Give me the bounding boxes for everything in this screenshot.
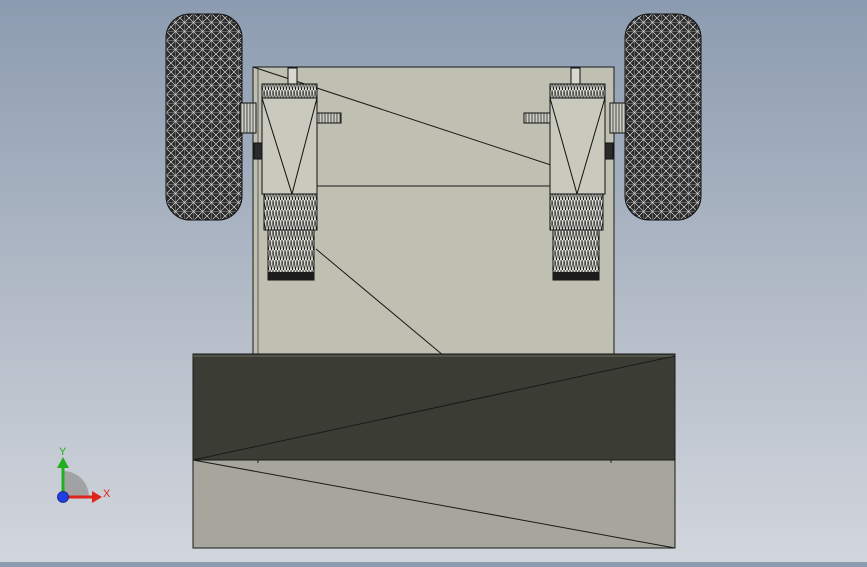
left-motor[interactable] (261, 67, 342, 281)
left-motor-gear (263, 193, 318, 231)
left-motor-can (267, 229, 315, 281)
triad-y-label: Y (59, 446, 67, 458)
triad-plane-arc (63, 471, 89, 497)
right-motor-cap (549, 83, 606, 99)
right-motor[interactable] (523, 67, 606, 281)
front-bumper[interactable] (192, 353, 676, 549)
right-wheel[interactable] (604, 13, 702, 221)
left-wheel-hub (239, 102, 257, 134)
left-motor-shaft (316, 112, 342, 124)
coordinate-triad[interactable]: Y X (57, 446, 111, 503)
right-wheel-spacer (604, 142, 614, 160)
left-motor-cap (261, 83, 318, 99)
left-motor-pin (287, 67, 298, 85)
right-motor-pin (570, 67, 581, 85)
triad-x-label: X (103, 488, 111, 500)
left-wheel-tire (165, 13, 243, 221)
right-motor-body (549, 97, 606, 195)
right-motor-shaft (523, 112, 551, 124)
right-motor-gear (549, 193, 604, 231)
right-motor-can (552, 229, 600, 281)
right-wheel-hub (609, 102, 627, 134)
left-motor-body (261, 97, 318, 195)
z-axis-dot (57, 491, 69, 503)
right-wheel-tire (624, 13, 702, 221)
left-wheel[interactable] (165, 13, 263, 221)
left-wheel-spacer (253, 142, 263, 160)
